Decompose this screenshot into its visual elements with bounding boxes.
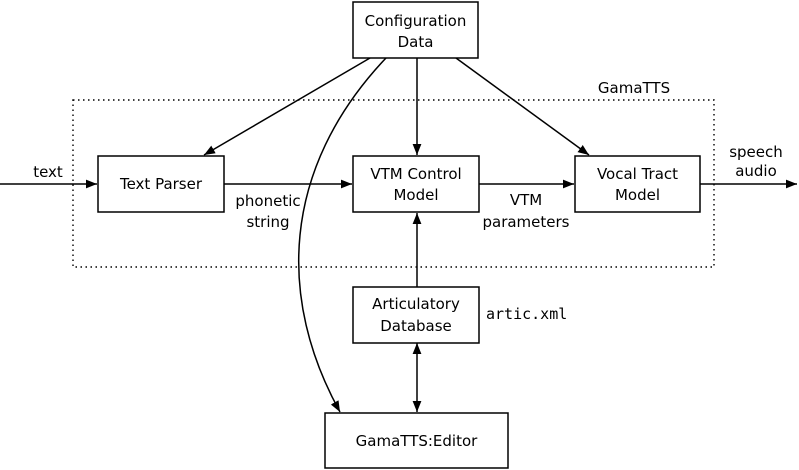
label-string: string [246,213,289,231]
label-phonetic: phonetic [235,192,300,210]
edge-config-to-text-parser [203,57,371,156]
node-vtm-control-model: VTM Control Model [352,155,480,213]
node-configuration-data-line1: Configuration [365,12,467,30]
label-input-text: text [33,163,63,181]
label-vtm: VTM [510,191,542,209]
node-vocal-tract-model-line2: Model [615,186,660,204]
label-speech: speech [729,143,783,161]
node-gamatts-editor-label: GamaTTS:Editor [356,432,478,450]
node-vtm-control-model-line1: VTM Control [370,165,461,183]
node-articulatory-database-line2: Database [380,317,452,335]
node-configuration-data-line2: Data [398,33,434,51]
node-articulatory-database: Articulatory Database [352,286,480,344]
node-vtm-control-model-line2: Model [393,186,438,204]
gamatts-group-boundary [72,99,715,268]
gamatts-group-label: GamaTTS [598,79,670,97]
label-audio: audio [735,162,777,180]
edge-config-to-vocal-tract [455,57,590,156]
node-gamatts-editor: GamaTTS:Editor [324,412,509,469]
node-text-parser: Text Parser [97,155,225,213]
edge-config-to-editor [297,57,387,413]
label-artic-xml: artic.xml [486,305,567,323]
node-vocal-tract-model: Vocal Tract Model [574,155,701,213]
label-parameters: parameters [482,213,569,231]
node-text-parser-label: Text Parser [119,175,203,193]
node-vocal-tract-model-line1: Vocal Tract [597,165,678,183]
node-configuration-data: Configuration Data [352,1,479,59]
node-articulatory-database-line1: Articulatory [372,295,460,313]
